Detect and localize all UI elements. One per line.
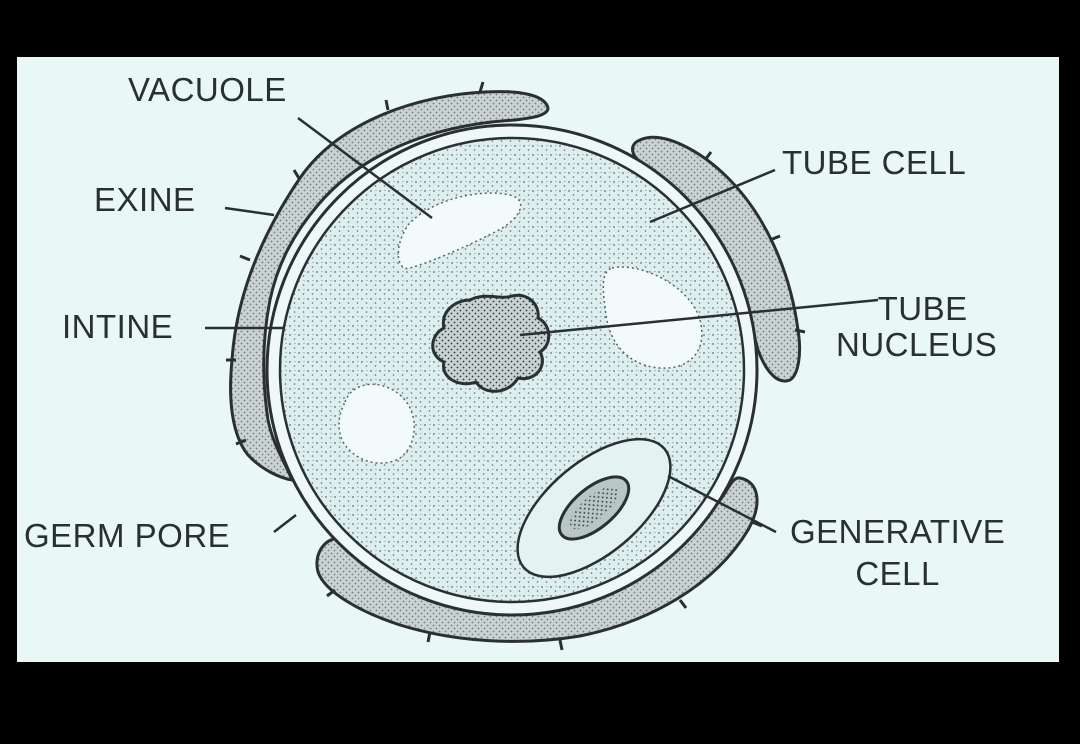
- label-germ-pore: GERM PORE: [24, 517, 231, 554]
- generative-cell: [516, 437, 672, 579]
- label-tube-nucleus-line2: NUCLEUS: [836, 326, 998, 363]
- label-generative-cell-line2: CELL: [855, 555, 940, 592]
- label-generative-cell-line1: GENERATIVE: [790, 513, 1006, 550]
- vacuoles: [338, 192, 703, 464]
- label-generative-cell: GENERATIVE CELL: [790, 514, 1005, 592]
- label-tube-cell: TUBE CELL: [782, 144, 967, 181]
- label-vacuole: VACUOLE: [128, 71, 287, 108]
- label-exine: EXINE: [94, 181, 196, 218]
- tube-nucleus: [431, 293, 551, 393]
- label-tube-nucleus: TUBE NUCLEUS: [836, 291, 997, 363]
- leader-lines: [205, 116, 879, 534]
- label-intine: INTINE: [62, 308, 174, 345]
- label-tube-nucleus-line1: TUBE: [877, 290, 968, 327]
